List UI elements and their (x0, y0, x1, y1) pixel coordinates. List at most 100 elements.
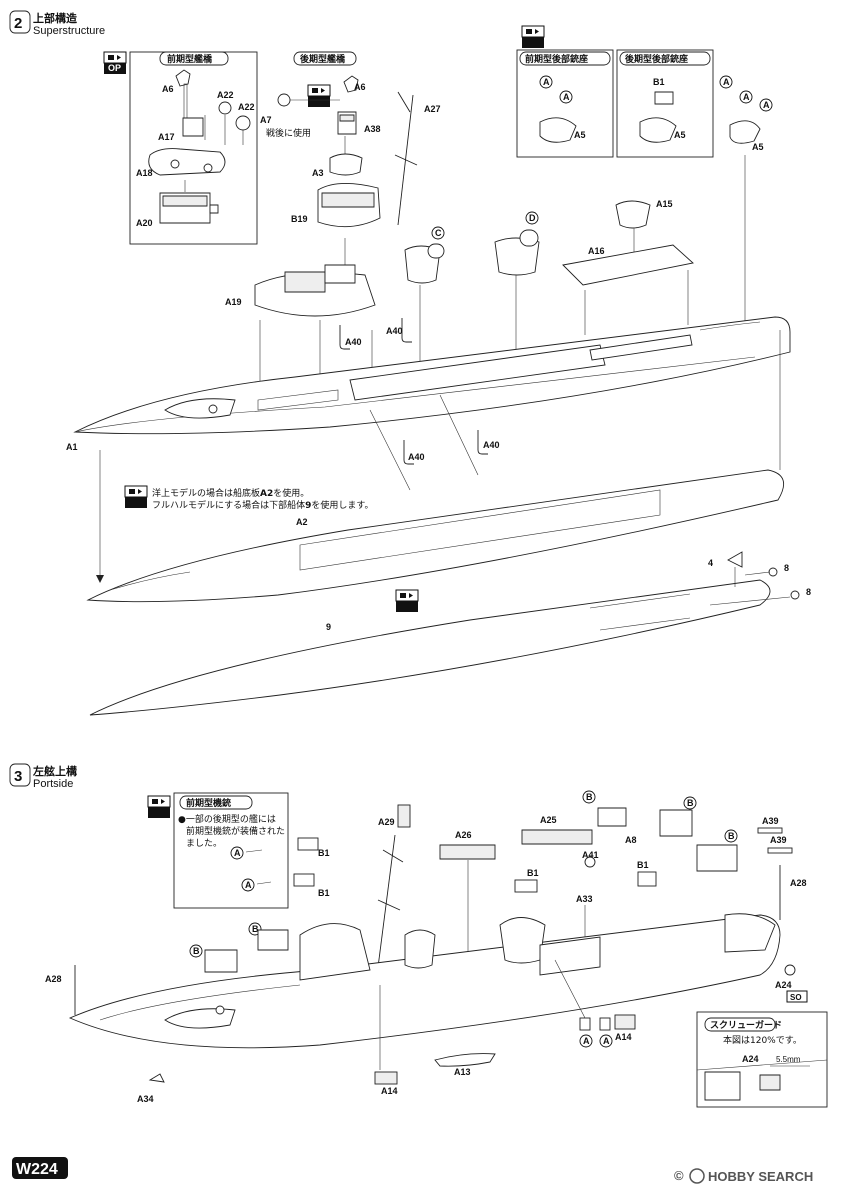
label-a13: A13 (454, 1067, 471, 1077)
label-a22: A22 (217, 90, 234, 100)
step-title-jp: 上部構造 (33, 11, 78, 25)
waterline-line1: 洋上モデルの場合は船底板A2を使用。 (152, 487, 309, 499)
screw-guard-note: 本図は120%です。 (723, 1034, 802, 1046)
callout-a: A (723, 77, 730, 87)
hobbysearch-logo-icon (689, 1168, 705, 1184)
label-b1: B1 (653, 77, 665, 87)
step-number: 2 (14, 15, 22, 32)
label-a39b: A39 (770, 835, 787, 845)
rear-gun-boxes: 前期型後部銃座 A A A5 後期型後部銃座 B1 A5 A A A A5 (516, 25, 773, 330)
label-8b: 8 (806, 587, 811, 597)
portside-hull: A28 A34 A13 A14 A A A14 A24 SO (45, 913, 808, 1104)
label-9: 9 (326, 622, 331, 632)
label-a6-late: A6 (354, 82, 366, 92)
op-badge-label: OP (108, 63, 121, 73)
screw-guard-part: A24 (742, 1054, 759, 1064)
copyright-mark: © (674, 1168, 684, 1183)
label-8: 8 (784, 563, 789, 573)
label-a1: A1 (66, 442, 78, 452)
screw-guard-dimension: 5.5mm (776, 1055, 801, 1064)
label-a40c: A40 (408, 452, 425, 462)
screw-guard-detail: スクリューガード 本図は120%です。 A24 5.5mm (696, 1011, 828, 1108)
label-a5b: A5 (674, 130, 686, 140)
label-a38: A38 (364, 124, 381, 134)
label-a27: A27 (424, 104, 441, 114)
label-a41: A41 (582, 850, 599, 860)
label-4: 4 (708, 558, 713, 568)
label-b1: B1 (318, 848, 330, 858)
label-a20: A20 (136, 218, 153, 228)
label-a3: A3 (312, 168, 324, 178)
early-mg-note-3: ました。 (186, 838, 222, 849)
callout-b: B (193, 946, 200, 956)
a7-note: 戦後に使用 (266, 127, 311, 139)
gun-mounts-top: C D A15 A16 (404, 199, 694, 365)
early-mg-note-2: 前期型機銃が装備された (186, 825, 285, 837)
label-a8: A8 (625, 835, 637, 845)
label-a2: A2 (296, 517, 308, 527)
label-a39: A39 (762, 816, 779, 826)
callout-a: A (563, 92, 570, 102)
early-bridge-title: 前期型艦橋 (167, 53, 213, 65)
callout-a: A (603, 1036, 610, 1046)
label-a14b: A14 (615, 1032, 632, 1042)
callout-a: A (743, 92, 750, 102)
label-a19: A19 (225, 297, 242, 307)
label-a14: A14 (381, 1086, 398, 1096)
step-number: 3 (14, 768, 22, 785)
step-title-jp: 左舷上構 (32, 764, 77, 778)
label-a24: A24 (775, 980, 792, 990)
page-code: W224 (16, 1161, 58, 1178)
label-a40d: A40 (483, 440, 500, 450)
hull-a1: A1 (66, 316, 791, 452)
label-a5: A5 (574, 130, 586, 140)
label-a6: A6 (162, 84, 174, 94)
callout-a: A (763, 100, 770, 110)
label-b1c: B1 (527, 868, 539, 878)
watermark: HOBBY SEARCH (708, 1169, 813, 1184)
waterline-note: 洋上モデルの場合は船底板A2を使用。 フルハルモデルにする場合は下部船体9を使用… (124, 485, 373, 511)
callout-a: A (583, 1036, 590, 1046)
label-a34: A34 (137, 1094, 154, 1104)
mast-a27: A27 (394, 91, 441, 226)
lower-hull-9: 9 4 8 8 (89, 551, 811, 716)
callout-b: B (586, 792, 593, 802)
label-b1b: B1 (318, 888, 330, 898)
label-b19: B19 (291, 214, 308, 224)
so-badge: SO (790, 993, 802, 1002)
step-title-en: Portside (33, 778, 73, 790)
early-mg-note-1: ●一部の後期型の艦には (178, 813, 276, 825)
late-rear-gun-title: 後期型後部銃座 (625, 53, 688, 65)
label-a40: A40 (345, 337, 362, 347)
label-a22b: A22 (238, 102, 255, 112)
bottom-plate-a2: A2 (86, 469, 785, 603)
late-bridge-assembly: 後期型艦橋 A6 A7 戦後に使用 A38 A3 B19 (260, 51, 381, 268)
label-a7: A7 (260, 115, 272, 125)
early-mg-box: 前期型機銃 ●一部の後期型の艦には 前期型機銃が装備された ました。 A A B… (147, 792, 330, 909)
early-mg-title: 前期型機銃 (186, 797, 231, 809)
label-a17: A17 (158, 132, 175, 142)
label-a29: A29 (378, 817, 395, 827)
late-bridge-title: 後期型艦橋 (300, 53, 346, 65)
label-a25: A25 (540, 815, 557, 825)
callout-a: A (234, 848, 241, 858)
callout-a: A (245, 880, 252, 890)
waterline-line2: フルハルモデルにする場合は下部船体9を使用します。 (152, 499, 373, 511)
label-b1d: B1 (637, 860, 649, 870)
label-a16: A16 (588, 246, 605, 256)
callout-a: A (543, 77, 550, 87)
portside-parts: A29 A26 A25 A41 B1 A33 B B A8 B1 B A39 A… (189, 790, 807, 976)
rail-a40-lower: A40 A40 (96, 330, 781, 583)
callout-b: B (252, 924, 259, 934)
early-bridge-box: OP 前期型艦橋 A6 A22 A22 A17 A18 A20 (103, 51, 258, 245)
screw-guard-title: スクリューガード (710, 1019, 782, 1031)
label-a18: A18 (136, 168, 153, 178)
callout-b: B (687, 798, 694, 808)
label-a15: A15 (656, 199, 673, 209)
deckhouse-a19: A19 A40 A40 (225, 264, 412, 410)
label-a40b: A40 (386, 326, 403, 336)
label-a28: A28 (790, 878, 807, 888)
label-a26: A26 (455, 830, 472, 840)
footer: W224 © HOBBY SEARCH (12, 1157, 813, 1184)
